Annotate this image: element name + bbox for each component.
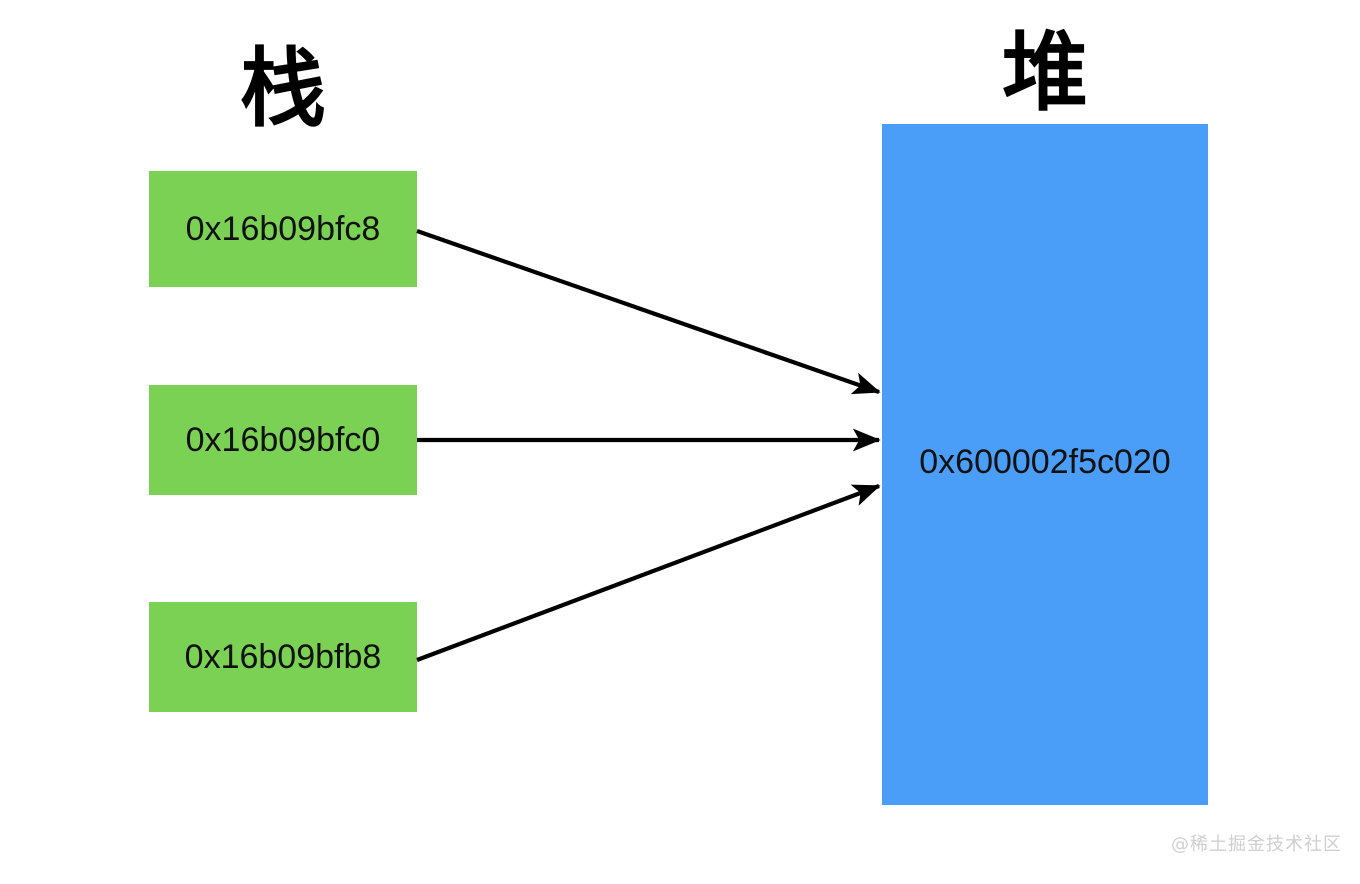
watermark-text: @稀土掘金技术社区 xyxy=(1171,834,1342,855)
arrow-slot0-to-heap xyxy=(416,229,881,395)
stack-slot-box: 0x16b09bfc8 xyxy=(149,171,417,287)
stack-slot-address: 0x16b09bfb8 xyxy=(184,637,382,676)
heap-region-title: 堆 xyxy=(1002,23,1088,123)
heap-block: 0x600002f5c020 xyxy=(882,124,1208,805)
stack-region-title: 栈 xyxy=(240,39,326,139)
arrow-slot2-to-heap xyxy=(416,484,881,662)
heap-address-label: 0x600002f5c020 xyxy=(919,443,1171,481)
stack-slot-address: 0x16b09bfc0 xyxy=(185,420,381,459)
stack-slot-box: 0x16b09bfb8 xyxy=(149,602,417,712)
stack-slot-box: 0x16b09bfc0 xyxy=(149,385,417,495)
stack-slot-address: 0x16b09bfc8 xyxy=(185,209,381,248)
